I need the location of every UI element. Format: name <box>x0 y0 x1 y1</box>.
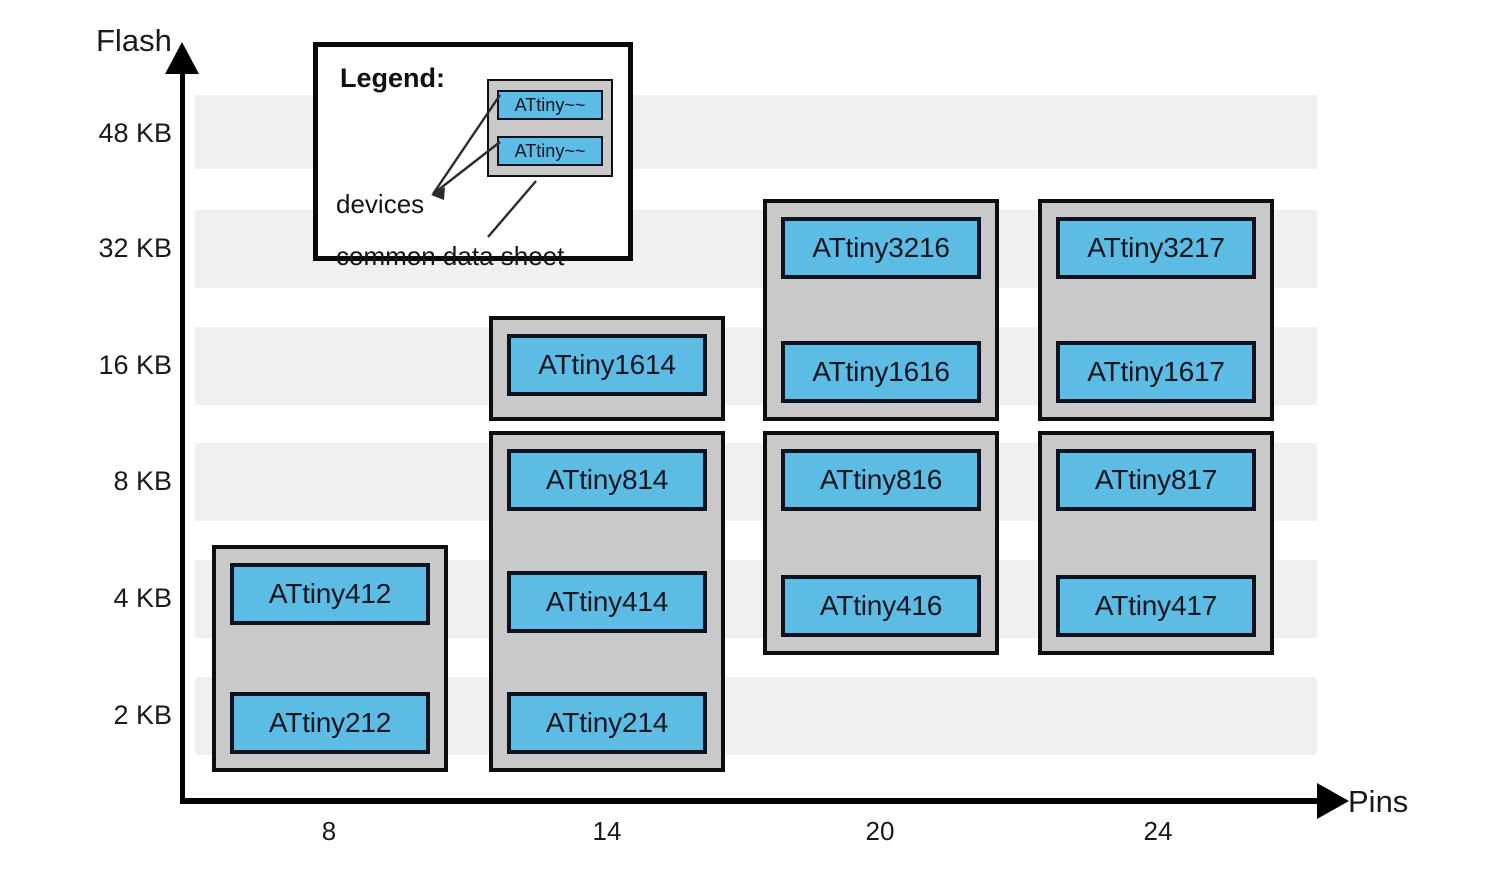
device-group-14pin-low[interactable]: ATtiny814 ATtiny414 ATtiny214 <box>489 431 725 772</box>
y-tick-label: 16 KB <box>98 350 172 380</box>
device-chip-attiny214[interactable]: ATtiny214 <box>507 692 707 754</box>
device-chip-attiny814[interactable]: ATtiny814 <box>507 449 707 511</box>
y-tick-label: 48 KB <box>98 118 172 148</box>
x-axis-title: Pins <box>1348 784 1409 819</box>
device-chip-attiny412[interactable]: ATtiny412 <box>230 563 430 625</box>
y-tick-label: 8 KB <box>113 466 172 496</box>
legend-box: Legend: devices common data sheet ATtiny… <box>313 42 633 271</box>
x-tick-24: 24 <box>1143 816 1173 846</box>
device-chip-attiny1617[interactable]: ATtiny1617 <box>1056 341 1256 403</box>
legend-sample-chip-2: ATtiny~~ <box>497 136 603 166</box>
x-tick-14: 14 <box>592 816 622 846</box>
y-axis-arrow-icon <box>165 42 199 74</box>
device-chip-attiny1614[interactable]: ATtiny1614 <box>507 334 707 396</box>
y-axis-line <box>180 68 185 803</box>
x-tick-8: 8 <box>321 816 337 846</box>
device-group-20pin-high[interactable]: ATtiny3216 ATtiny1616 <box>763 199 999 421</box>
y-axis-title: Flash <box>96 23 172 58</box>
device-chip-attiny414[interactable]: ATtiny414 <box>507 570 707 633</box>
device-chip-attiny816[interactable]: ATtiny816 <box>781 449 981 511</box>
device-chip-attiny1616[interactable]: ATtiny1616 <box>781 341 981 403</box>
device-group-24pin-high[interactable]: ATtiny3217 ATtiny1617 <box>1038 199 1274 421</box>
x-tick-20: 20 <box>865 816 895 846</box>
legend-title: Legend: <box>340 63 445 93</box>
legend-sheet-label: common data sheet <box>336 241 565 271</box>
device-chip-attiny416[interactable]: ATtiny416 <box>781 575 981 637</box>
y-tick-label: 2 KB <box>113 700 172 730</box>
y-tick-label: 32 KB <box>98 233 172 263</box>
device-group-14pin-16kb[interactable]: ATtiny1614 <box>489 316 725 421</box>
x-axis-arrow-icon <box>1317 783 1349 819</box>
device-chip-attiny417[interactable]: ATtiny417 <box>1056 575 1256 637</box>
device-chip-attiny817[interactable]: ATtiny817 <box>1056 449 1256 511</box>
device-group-20pin-low[interactable]: ATtiny816 ATtiny416 <box>763 431 999 655</box>
device-chip-attiny3216[interactable]: ATtiny3216 <box>781 217 981 279</box>
device-group-24pin-low[interactable]: ATtiny817 ATtiny417 <box>1038 431 1274 655</box>
x-axis-line <box>180 798 1320 804</box>
y-tick-label: 4 KB <box>113 583 172 613</box>
legend-sample-chip-1: ATtiny~~ <box>497 90 603 120</box>
device-chip-attiny3217[interactable]: ATtiny3217 <box>1056 217 1256 279</box>
legend-sample-group: ATtiny~~ ATtiny~~ <box>487 79 613 177</box>
device-chip-attiny212[interactable]: ATtiny212 <box>230 692 430 754</box>
legend-devices-label: devices <box>336 189 425 219</box>
device-group-8pin[interactable]: ATtiny412 ATtiny212 <box>212 545 448 772</box>
